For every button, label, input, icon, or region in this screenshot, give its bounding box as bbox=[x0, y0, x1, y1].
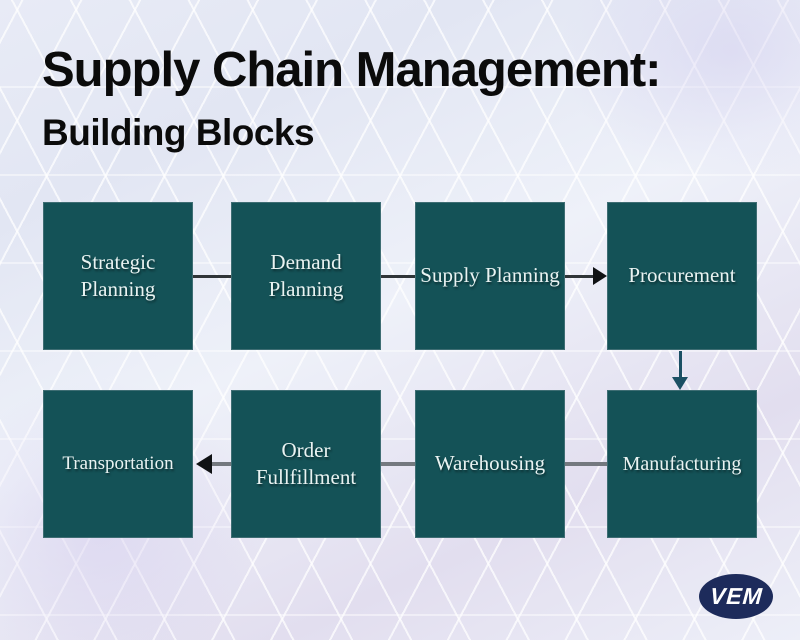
connector-supply-to-procurement-shaft bbox=[565, 275, 594, 278]
arrow-right-icon bbox=[593, 267, 607, 285]
box-label: Supply Planning bbox=[420, 263, 560, 288]
arrow-down-icon bbox=[672, 377, 688, 390]
connector-demand-to-supply bbox=[381, 275, 415, 278]
box-transportation: Transportation bbox=[43, 390, 193, 538]
box-supply-planning: Supply Planning bbox=[415, 202, 565, 350]
box-label: Strategic Planning bbox=[80, 249, 156, 301]
connector-procurement-to-manufacturing-shaft bbox=[679, 351, 682, 378]
vem-logo-text: VEM bbox=[708, 583, 764, 609]
box-order-fulfillment: Order Fullfillment bbox=[231, 390, 381, 538]
connector-order-to-transportation-shaft bbox=[212, 462, 231, 466]
connector-manufacturing-to-warehousing bbox=[565, 462, 607, 466]
box-procurement: Procurement bbox=[607, 202, 757, 350]
arrow-left-icon bbox=[196, 454, 212, 474]
box-warehousing: Warehousing bbox=[415, 390, 565, 538]
page-subtitle: Building Blocks bbox=[42, 112, 315, 153]
box-label: Manufacturing bbox=[622, 453, 742, 475]
box-label: Procurement bbox=[628, 263, 736, 288]
vem-logo: VEM bbox=[699, 574, 773, 619]
connector-strategic-to-demand bbox=[193, 275, 231, 278]
box-label: Transportation bbox=[62, 452, 174, 474]
box-label: Order Fullfillment bbox=[255, 437, 357, 489]
box-demand-planning: Demand Planning bbox=[231, 202, 381, 350]
connector-warehousing-to-order bbox=[381, 462, 415, 466]
box-strategic-planning: Strategic Planning bbox=[43, 202, 193, 350]
box-label: Demand Planning bbox=[268, 249, 344, 301]
box-manufacturing: Manufacturing bbox=[607, 390, 757, 538]
box-label: Warehousing bbox=[434, 451, 546, 476]
page-title: Supply Chain Management: bbox=[42, 43, 662, 97]
